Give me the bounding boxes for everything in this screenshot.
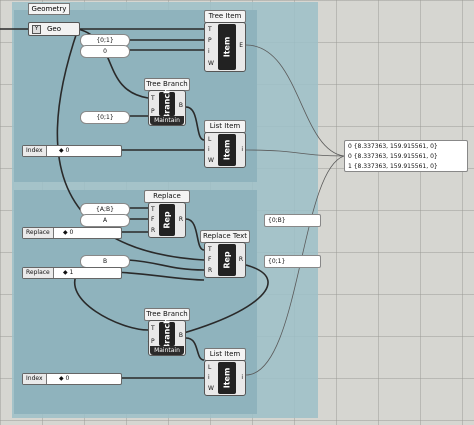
output-line: 0 {8.337363, 159.915561, 0} xyxy=(348,153,438,160)
output-port[interactable]: i xyxy=(241,146,243,153)
output-line: 0 {8.337363, 159.915561, 0} xyxy=(348,143,438,150)
input-port[interactable]: P xyxy=(208,37,212,44)
slider-value: ◆ 0 xyxy=(63,229,74,236)
input-port[interactable]: L xyxy=(208,136,212,143)
list-item-component[interactable]: List Item L i W Item i xyxy=(204,120,246,168)
slider-value: ◆ 1 xyxy=(63,269,74,276)
slider-label: Index xyxy=(23,374,47,384)
replace-text-component[interactable]: Replace Text T F R Rep R xyxy=(200,230,250,278)
component-footer: Maintain xyxy=(150,116,184,125)
input-port[interactable]: P xyxy=(151,338,155,345)
panel-path-01-b[interactable]: {0;1} xyxy=(80,111,130,124)
slider-value: ◆ 0 xyxy=(59,147,70,154)
slider-label: Index xyxy=(23,146,47,156)
component-core: Item xyxy=(218,362,236,394)
slider-replace-2[interactable]: Replace ◆ 1 xyxy=(22,267,122,279)
component-core: Rep xyxy=(218,244,236,276)
panel-out-01[interactable]: {0;1} xyxy=(264,255,321,268)
component-core-label: Item xyxy=(222,139,232,161)
panel-out-0b[interactable]: {0;B} xyxy=(264,214,321,227)
geometry-param[interactable]: Y Geo xyxy=(28,22,80,36)
panel-a[interactable]: A xyxy=(80,214,130,227)
component-core-label: Item xyxy=(222,36,232,58)
component-core: Branch xyxy=(159,88,175,120)
input-port[interactable]: i xyxy=(208,48,210,55)
output-port[interactable]: E xyxy=(239,42,243,49)
output-port[interactable]: R xyxy=(238,256,243,263)
slider-replace-1[interactable]: Replace ◆ 0 xyxy=(22,227,122,239)
component-core: Rep xyxy=(159,204,175,236)
input-port[interactable]: F xyxy=(208,256,212,263)
input-port[interactable]: T xyxy=(151,325,155,332)
panel-path-01[interactable]: {0;1} xyxy=(80,34,130,47)
output-port[interactable]: i xyxy=(241,374,243,381)
component-core-label: Rep xyxy=(222,251,232,269)
input-port[interactable]: T xyxy=(208,246,212,253)
output-line: 1 {8.337363, 159.915561, 0} xyxy=(348,163,438,170)
output-panel[interactable]: 0 {8.337363, 159.915561, 0} 0 {8.337363,… xyxy=(344,140,468,172)
input-port[interactable]: R xyxy=(208,267,213,274)
component-core: Branch xyxy=(159,318,175,350)
input-port[interactable]: i xyxy=(208,146,210,153)
component-core-label: Rep xyxy=(162,211,172,229)
component-footer: Maintain xyxy=(150,346,184,355)
output-port[interactable]: R xyxy=(178,216,183,223)
output-port[interactable]: B xyxy=(178,102,183,109)
geometry-param-icon: Y xyxy=(32,25,41,34)
input-port[interactable]: W xyxy=(208,60,214,67)
slider-label: Replace xyxy=(23,268,54,278)
input-port[interactable]: T xyxy=(208,26,212,33)
input-port[interactable]: T xyxy=(151,95,155,102)
slider-label: Replace xyxy=(23,228,54,238)
input-port[interactable]: L xyxy=(208,364,212,371)
input-port[interactable]: P xyxy=(151,108,155,115)
list-item-component[interactable]: List Item L i W Item i xyxy=(204,348,246,396)
tree-item-component[interactable]: Tree Item T P i W Item E xyxy=(204,10,246,72)
component-core: Item xyxy=(218,134,236,166)
panel-zero[interactable]: 0 xyxy=(80,45,130,58)
input-port[interactable]: i xyxy=(208,374,210,381)
slider-index-top[interactable]: Index ◆ 0 xyxy=(22,145,122,157)
input-port[interactable]: W xyxy=(208,157,214,164)
component-core-label: Item xyxy=(222,367,232,389)
output-port[interactable]: B xyxy=(178,332,183,339)
replace-text-component[interactable]: Replace Text T F R Rep R xyxy=(144,190,190,238)
tree-branch-component[interactable]: Tree Branch T P Branch B Maintain xyxy=(144,78,190,126)
component-core: Item xyxy=(218,24,236,70)
input-port[interactable]: F xyxy=(151,216,155,223)
slider-value: ◆ 0 xyxy=(59,375,70,382)
slider-index-bottom[interactable]: Index ◆ 0 xyxy=(22,373,122,385)
input-port[interactable]: T xyxy=(151,206,155,213)
tree-branch-component[interactable]: Tree Branch T P Branch B Maintain xyxy=(144,308,190,356)
input-port[interactable]: R xyxy=(151,227,156,234)
input-port[interactable]: W xyxy=(208,385,214,392)
geometry-label: Geo xyxy=(47,25,62,33)
geometry-title: Geometry xyxy=(28,3,70,15)
